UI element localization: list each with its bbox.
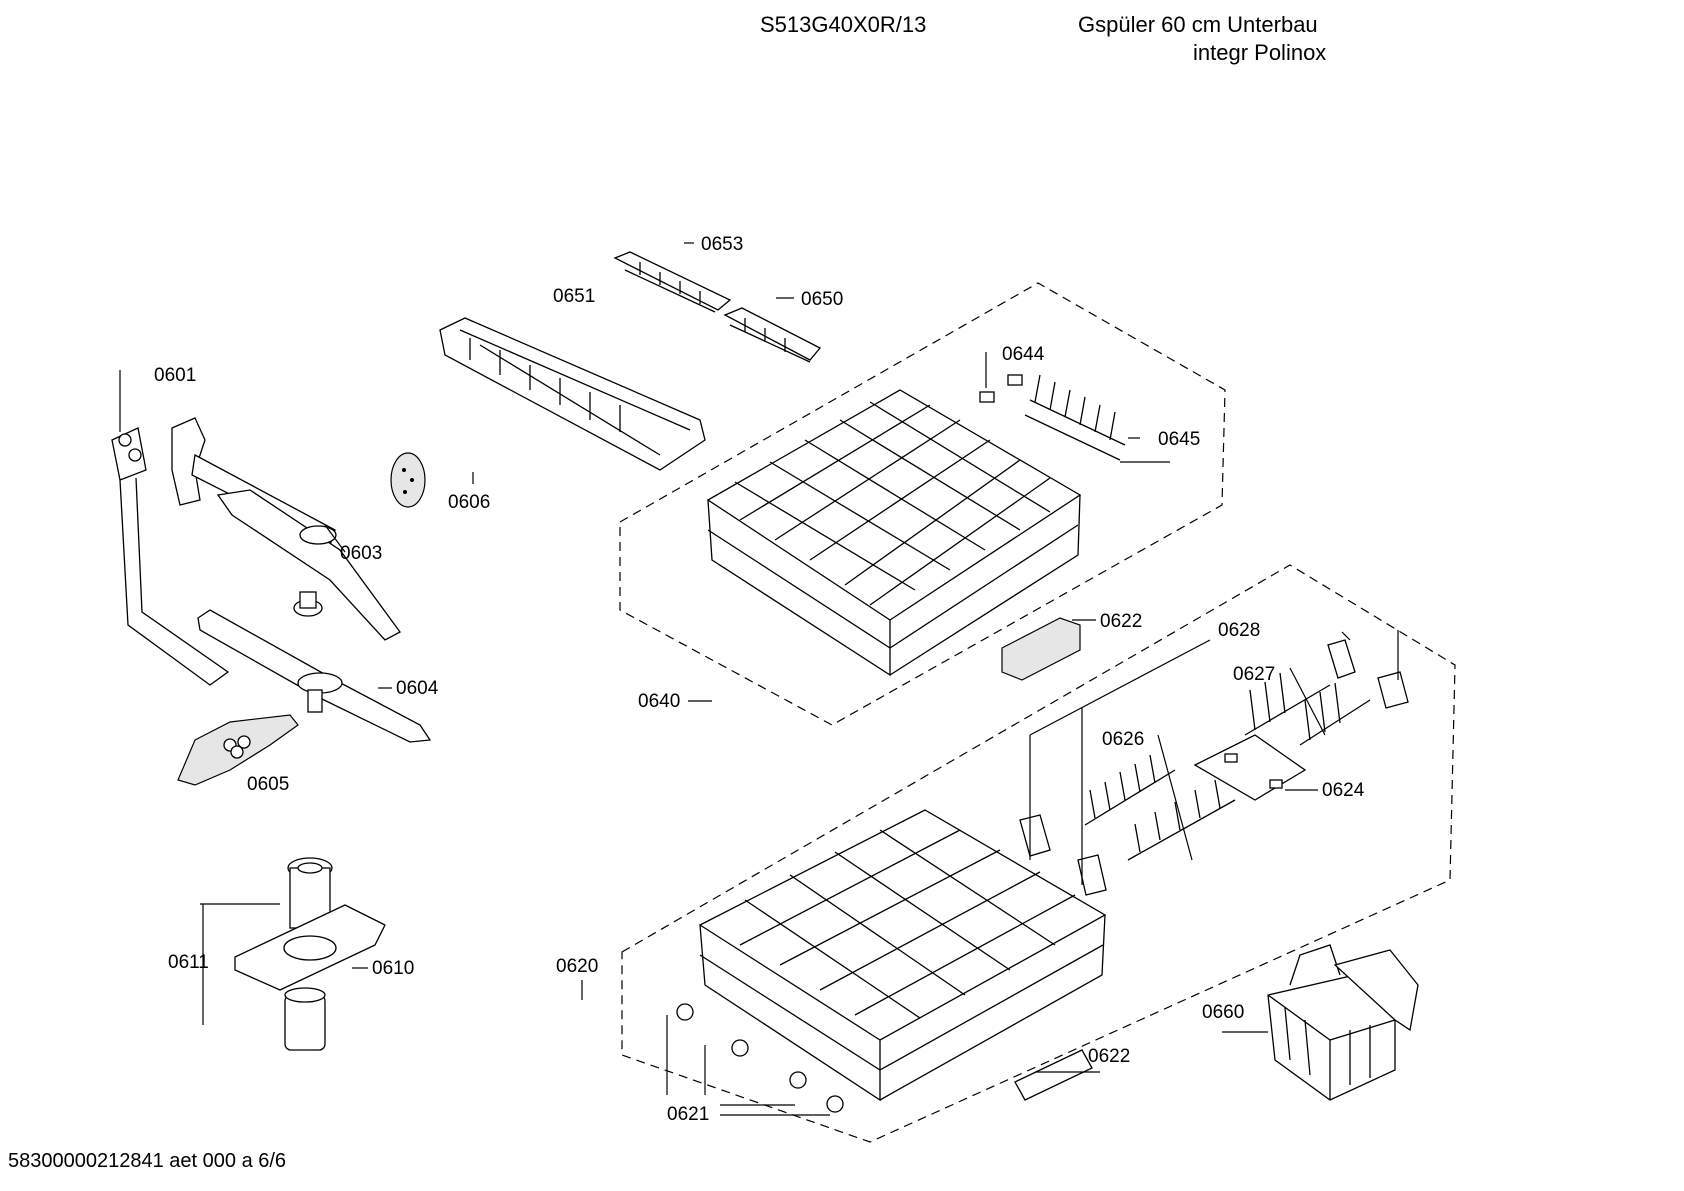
clip-part [979,374,1023,403]
label-0650: 0650 [801,289,843,310]
filter-sump-part [234,857,386,1051]
label-0651: 0651 [553,286,595,307]
cup-shelf-part [613,251,732,313]
label-0627: 0627 [1233,664,1275,685]
upper-basket-part [706,389,1082,677]
filter-disc-part [390,452,426,508]
cutlery-basket-part [1267,944,1419,1101]
upper-spray-arm-part [171,417,401,641]
glass-holder-part [723,307,822,363]
label-0644: 0644 [1002,344,1045,365]
label-0622-upper: 0622 [1100,611,1142,632]
label-0626: 0626 [1102,729,1144,750]
label-0653: 0653 [701,234,743,255]
label-0624: 0624 [1322,780,1365,801]
strainer-part [177,714,299,786]
label-0645: 0645 [1158,429,1200,450]
lower-handle-part [1014,1049,1093,1101]
upper-basket-group-outline [619,282,1226,726]
document-footer-code: 58300000212841 aet 000 a 6/6 [8,1150,287,1172]
folding-spikes-part [1024,374,1126,461]
lower-spray-arm-part [197,609,432,743]
label-0605: 0605 [247,774,289,795]
label-0603: 0603 [340,543,382,564]
basket-handle-part [1001,617,1081,681]
lower-basket-part [698,809,1107,1102]
label-0628: 0628 [1218,620,1260,641]
label-0620: 0620 [556,956,598,977]
label-0640: 0640 [638,691,680,712]
label-0610: 0610 [372,958,414,979]
label-0622-lower: 0622 [1088,1046,1130,1067]
label-0611: 0611 [168,952,209,973]
label-0660: 0660 [1202,1002,1244,1023]
label-0621: 0621 [667,1104,709,1125]
label-0601: 0601 [154,365,196,386]
label-0604: 0604 [396,678,439,699]
cutlery-tray-part [439,317,706,471]
model-number: S513G40X0R/13 [760,12,927,37]
label-0606: 0606 [448,492,490,513]
spray-pipe-part [111,427,230,686]
basket-wheels-part [676,1003,844,1113]
appliance-description-line1: Gspüler 60 cm Unterbau [1078,12,1318,37]
leader-lines [119,242,1399,1116]
lower-racks-part [1019,639,1409,896]
lower-basket-group-outline [621,564,1456,1143]
appliance-description-line2: integr Polinox [1193,40,1327,65]
